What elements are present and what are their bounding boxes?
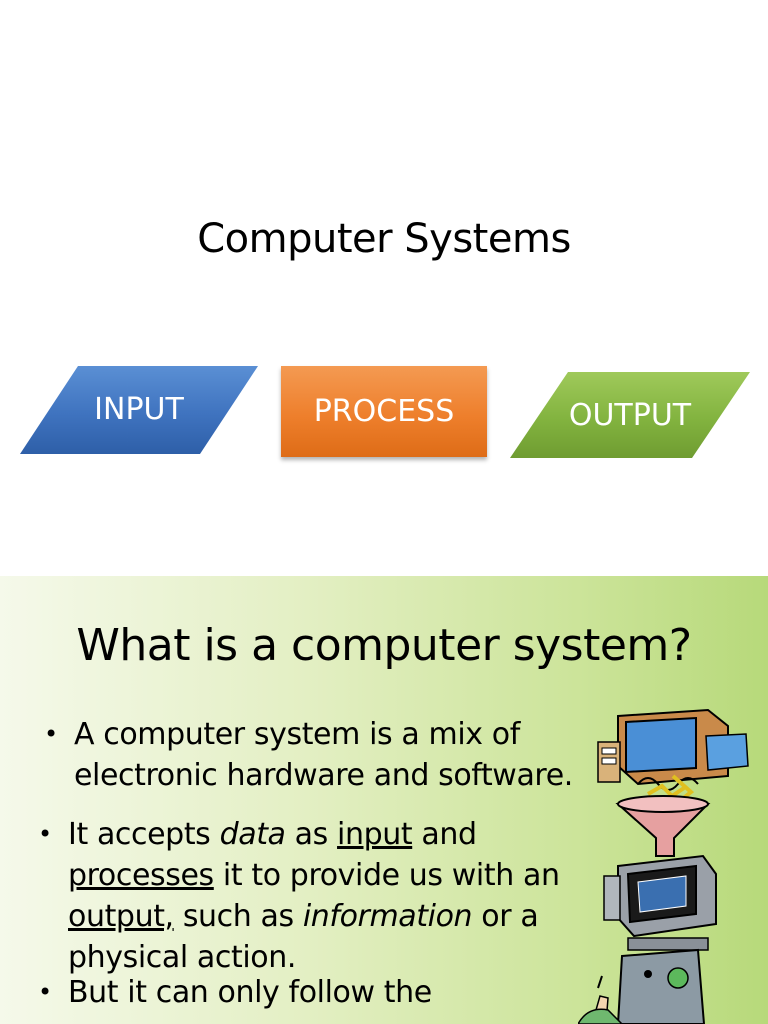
term-processes: processes <box>68 858 214 893</box>
bullet-dot: • <box>38 820 52 848</box>
slide-computer-systems: Computer Systems INPUT PROCESS OUTPUT <box>20 216 750 458</box>
computer-stack-clipart-icon <box>578 708 749 1024</box>
term-output: output, <box>68 899 174 934</box>
input-step-shape: INPUT <box>20 366 258 454</box>
bullet-dot: • <box>38 978 52 1006</box>
bullet-dot: • <box>44 720 58 748</box>
monitor-icon <box>597 708 749 786</box>
slide-title: What is a computer system? <box>76 620 692 671</box>
robot-figure-icon <box>578 948 706 1024</box>
process-step-label: PROCESS <box>313 394 455 429</box>
bullet-follow-instructions: • But it can only follow the <box>38 972 598 1013</box>
output-step-shape: OUTPUT <box>510 372 750 458</box>
process-step-shape: PROCESS <box>281 366 487 457</box>
input-step-label: INPUT <box>94 392 184 427</box>
slide-title: Computer Systems <box>197 216 571 262</box>
term-input: input <box>337 817 413 852</box>
bullet-text: A computer system is a mix of electronic… <box>74 717 573 793</box>
term-information: information <box>302 899 473 934</box>
bullet-hardware-software: • A computer system is a mix of electron… <box>44 714 604 796</box>
bullet-text: But it can only follow the <box>68 975 432 1010</box>
funnel-icon <box>615 795 711 857</box>
term-data: data <box>219 817 286 852</box>
output-step-label: OUTPUT <box>568 398 692 433</box>
slide-what-is-computer-system: What is a computer system? • A computer … <box>0 576 768 1024</box>
computer-icon <box>603 854 717 951</box>
